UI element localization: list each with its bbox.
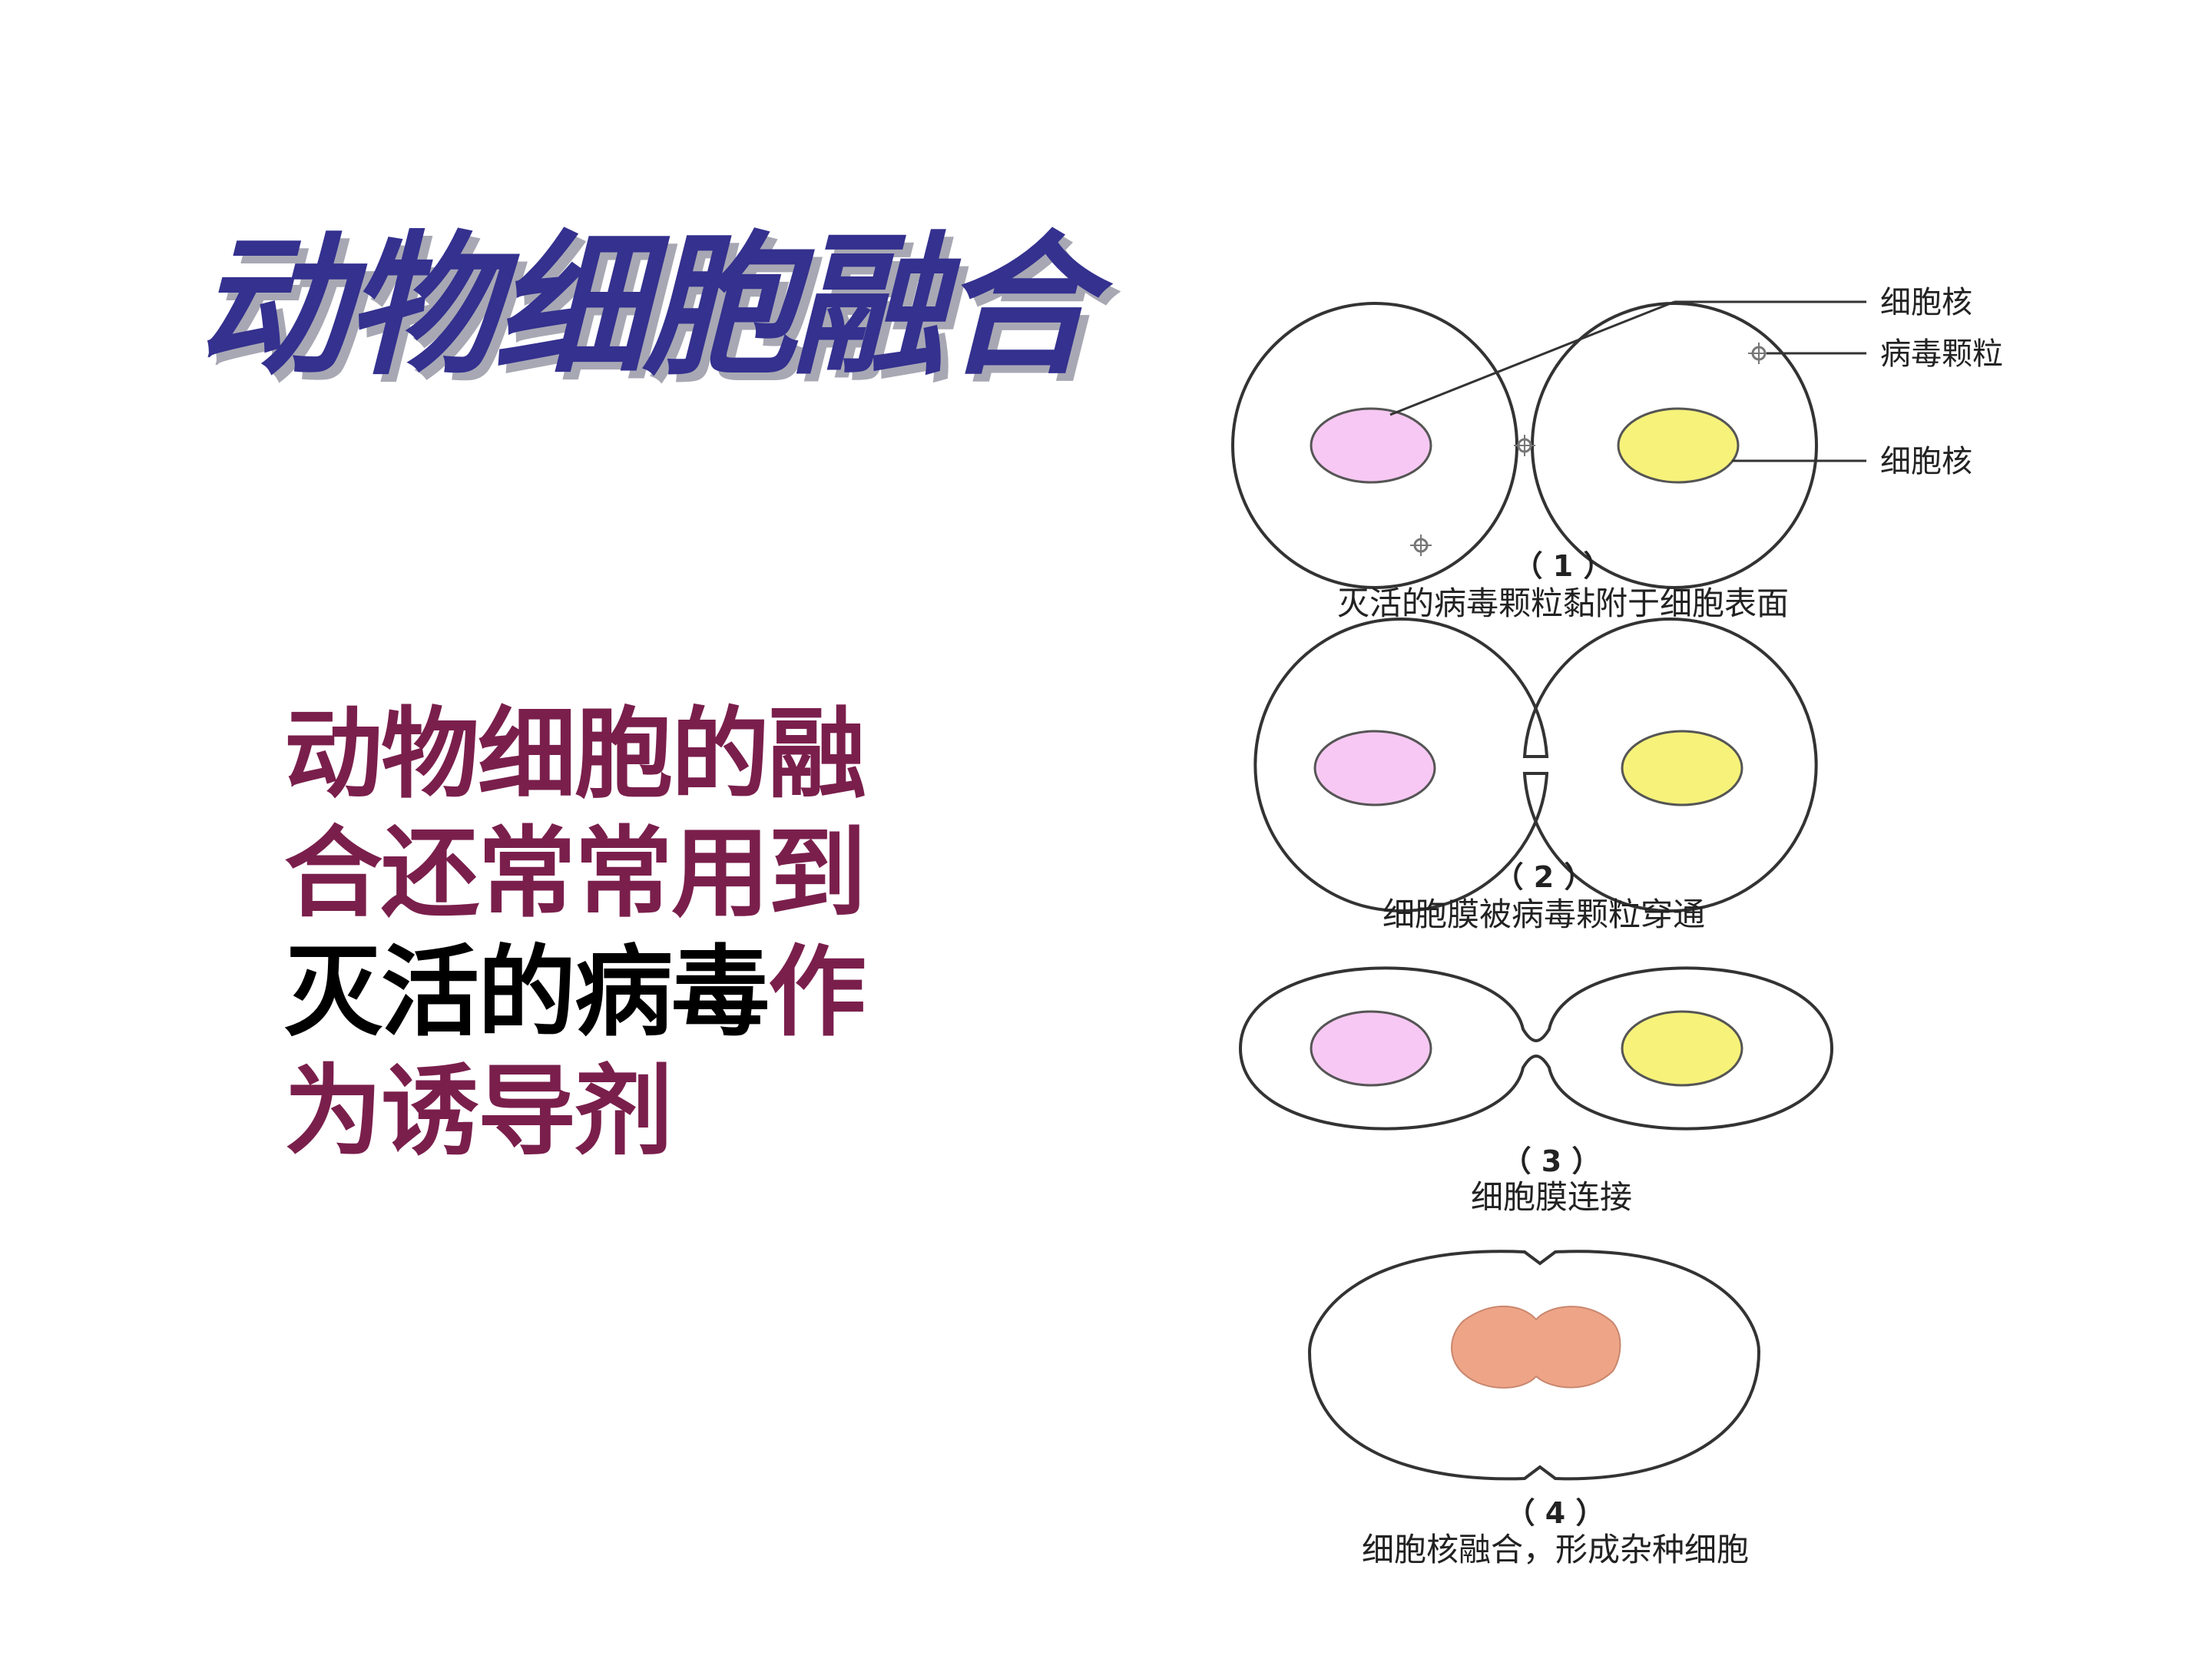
stage-3: （ 3 ） 细胞膜连接 (1238, 966, 1834, 1216)
body-text: 动物细胞的融 合还常常用到 灭活的病毒作 为诱导剂 (284, 695, 914, 1171)
stage-caption-2: 细胞膜被病毒颗粒穿通 (1382, 896, 1705, 933)
body-line-1: 动物细胞的融 (284, 697, 866, 812)
stage-2: （ 2 ） 细胞膜被病毒颗粒穿通 (1253, 618, 1818, 933)
fused-nucleus (1451, 1305, 1621, 1389)
body-line-2: 合还常常用到 (284, 816, 866, 931)
stage-number-4: （ 4 ） (1506, 1496, 1605, 1530)
slide-title: 动物细胞融合 (196, 217, 1094, 396)
stage-caption-4: 细胞核融合，形成杂种细胞 (1362, 1531, 1749, 1568)
stage-1: 细胞核 病毒颗粒 细胞核 （ 1 ） 灭活的病毒颗粒黏附于细胞表面 (1231, 285, 2003, 622)
stage-caption-3: 细胞膜连接 (1471, 1178, 1632, 1216)
label-virus-particle: 病毒颗粒 (1880, 336, 2003, 372)
nucleus-right-stage-1 (1617, 407, 1740, 484)
leader-line-nucleus-top (1389, 300, 1675, 416)
inactivated-virus-highlight: 灭活的病毒 (284, 935, 770, 1050)
virus-particle-icon (1409, 533, 1433, 558)
body-line-4: 为诱导剂 (284, 1055, 673, 1169)
hybrid-cell-membrane (1307, 1250, 1761, 1481)
stage-number-1: （ 1 ） (1514, 549, 1613, 583)
stage-number-2: （ 2 ） (1495, 860, 1594, 894)
nucleus-right-stage-2 (1621, 730, 1743, 806)
stage-number-3: （ 3 ） (1502, 1144, 1601, 1178)
stage-caption-1: 灭活的病毒颗粒黏附于细胞表面 (1337, 584, 1789, 622)
virus-particle-icon (1747, 341, 1771, 366)
nucleus-left-stage-2 (1313, 730, 1436, 806)
nucleus-left-stage-1 (1310, 407, 1432, 484)
stage-4: （ 4 ） 细胞核融合，形成杂种细胞 (1307, 1250, 1761, 1568)
nucleus-right-stage-3 (1621, 1010, 1743, 1087)
cell-membrane-stage-2 (1253, 618, 1818, 912)
nucleus-left-stage-3 (1310, 1010, 1432, 1087)
label-nucleus-right: 细胞核 (1880, 444, 1972, 479)
cell-membrane-stage-3 (1238, 966, 1834, 1131)
label-nucleus-top: 细胞核 (1880, 285, 1972, 320)
body-line-3: 灭活的病毒作 (284, 935, 866, 1050)
